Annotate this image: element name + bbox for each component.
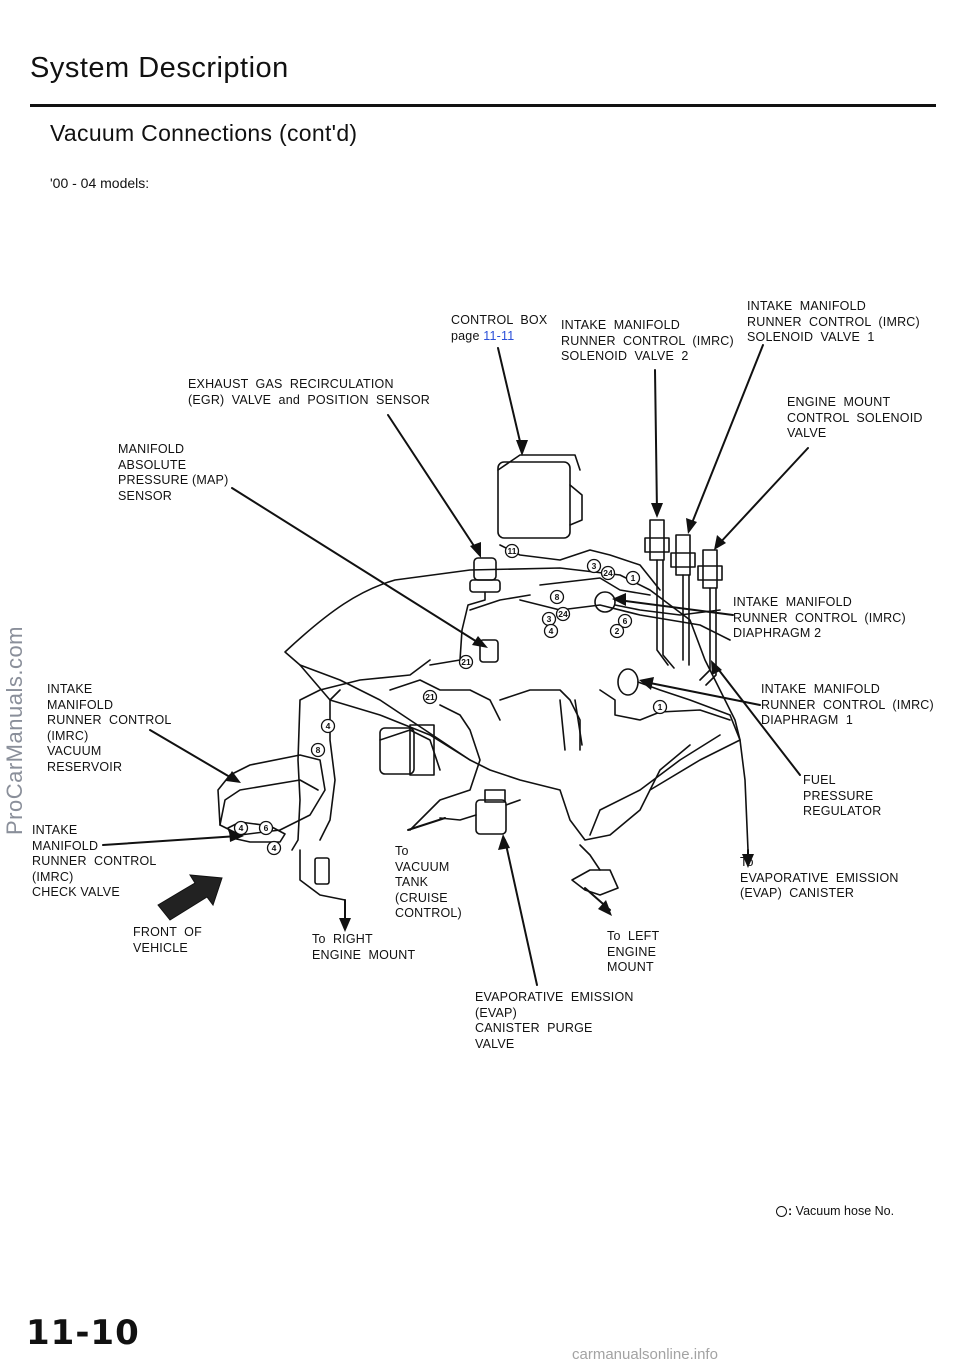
hose-number-1: 1 bbox=[625, 570, 641, 586]
engine-mount-solenoid-label: ENGINE MOUNT CONTROL SOLENOID VALVE bbox=[787, 395, 923, 440]
hose-number-11: 11 bbox=[504, 543, 520, 559]
front-of-vehicle-label: FRONT OF VEHICLE bbox=[133, 925, 202, 955]
hose-number-21: 21 bbox=[458, 654, 474, 670]
control-box-page-prefix: page bbox=[451, 328, 484, 343]
hose-number-1: 1 bbox=[652, 699, 668, 715]
svg-text:4: 4 bbox=[326, 721, 331, 731]
footer-watermark: carmanualsonline.info bbox=[572, 1346, 718, 1363]
hose-number-21: 21 bbox=[422, 689, 438, 705]
models-note: '00 - 04 models: bbox=[50, 175, 150, 191]
svg-text:6: 6 bbox=[623, 616, 628, 626]
reservoir-shape bbox=[217, 754, 326, 836]
svg-text:8: 8 bbox=[555, 592, 560, 602]
hose-number-6: 6 bbox=[617, 613, 633, 629]
to-evap-canister-label: To EVAPORATIVE EMISSION (EVAP) CANISTER bbox=[740, 855, 899, 900]
hose-number-4: 4 bbox=[543, 623, 559, 639]
imrc-check-valve-label: INTAKE MANIFOLD RUNNER CONTROL (IMRC) CH… bbox=[32, 823, 157, 899]
hose-circle-icon bbox=[776, 1206, 787, 1218]
legend-text: Vacuum hose No. bbox=[795, 1204, 895, 1218]
title-rule bbox=[30, 104, 936, 107]
hose-number-2: 2 bbox=[609, 623, 625, 639]
imrc-vacuum-reservoir-label: INTAKE MANIFOLD RUNNER CONTROL (IMRC) VA… bbox=[47, 682, 172, 774]
svg-text:24: 24 bbox=[603, 568, 613, 578]
to-left-engine-mount-label: To LEFT ENGINE MOUNT bbox=[607, 929, 660, 974]
to-right-engine-mount-label: To RIGHT ENGINE MOUNT bbox=[312, 932, 416, 962]
egr-valve-label: EXHAUST GAS RECIRCULATION (EGR) VALVE an… bbox=[188, 377, 431, 407]
control-box-shape bbox=[497, 461, 571, 539]
imrc-diaphragm-2-label: INTAKE MANIFOLD RUNNER CONTROL (IMRC) DI… bbox=[733, 595, 906, 640]
svg-text:24: 24 bbox=[558, 609, 568, 619]
hose-number-4: 4 bbox=[320, 718, 336, 734]
svg-text:3: 3 bbox=[592, 561, 597, 571]
hose-number-3: 3 bbox=[586, 558, 602, 574]
hose-number-24: 24 bbox=[555, 606, 571, 622]
imrc-diaphragm-1-label: INTAKE MANIFOLD RUNNER CONTROL (IMRC) DI… bbox=[761, 682, 934, 727]
imrc-solenoid-valve-2-label: INTAKE MANIFOLD RUNNER CONTROL (IMRC) SO… bbox=[561, 318, 734, 363]
hose-number-4: 4 bbox=[266, 840, 282, 856]
hose-number-24: 24 bbox=[600, 565, 616, 581]
svg-text:3: 3 bbox=[547, 614, 552, 624]
svg-text:1: 1 bbox=[658, 702, 663, 712]
to-vacuum-tank-label: To VACUUM TANK (CRUISE CONTROL) bbox=[395, 844, 462, 920]
hose-number-3: 3 bbox=[541, 611, 557, 627]
control-box-page-link[interactable]: 11-11 bbox=[483, 328, 515, 343]
front-of-vehicle-arrow bbox=[157, 874, 223, 921]
fuel-pressure-regulator-label: FUEL PRESSURE REGULATOR bbox=[803, 773, 882, 818]
svg-text:4: 4 bbox=[272, 843, 277, 853]
hose-number-4: 4 bbox=[233, 820, 249, 836]
svg-text:11: 11 bbox=[508, 546, 517, 556]
svg-text:21: 21 bbox=[425, 692, 435, 702]
hose-number-8: 8 bbox=[310, 742, 326, 758]
svg-text:8: 8 bbox=[316, 745, 321, 755]
side-watermark: ProCarManuals.com bbox=[2, 625, 27, 835]
svg-text:2: 2 bbox=[615, 626, 620, 636]
map-sensor-label: MANIFOLD ABSOLUTE PRESSURE (MAP) SENSOR bbox=[118, 442, 229, 503]
page-number: 11-10 bbox=[26, 1313, 140, 1353]
svg-text:21: 21 bbox=[461, 657, 471, 667]
svg-text:4: 4 bbox=[239, 823, 244, 833]
control-box-text: CONTROL BOX bbox=[451, 313, 548, 327]
hose-number-callouts: 11 3 24 1 8 24 3 4 6 2 21 21 1 4 8 4 6 4 bbox=[233, 543, 668, 856]
hose-number-8: 8 bbox=[549, 589, 565, 605]
engine-outline bbox=[284, 567, 741, 841]
hose-legend: : Vacuum hose No. bbox=[776, 1204, 894, 1218]
imrc-solenoid-valve-1-label: INTAKE MANIFOLD RUNNER CONTROL (IMRC) SO… bbox=[747, 299, 920, 344]
hose-number-6: 6 bbox=[258, 820, 274, 836]
svg-text:1: 1 bbox=[631, 573, 636, 583]
svg-text:4: 4 bbox=[549, 626, 554, 636]
svg-text:6: 6 bbox=[264, 823, 269, 833]
evap-purge-valve-label: EVAPORATIVE EMISSION (EVAP) CANISTER PUR… bbox=[475, 990, 634, 1051]
page-title: System Description bbox=[30, 52, 289, 84]
section-subtitle: Vacuum Connections (cont'd) bbox=[50, 120, 358, 146]
